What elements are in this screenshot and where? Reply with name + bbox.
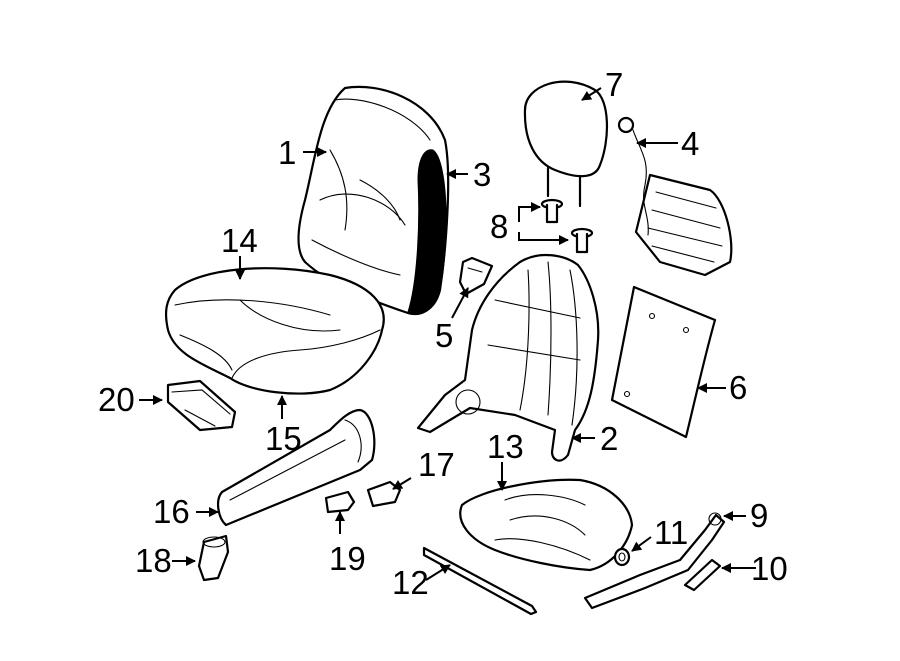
headrest-guide-lower (570, 227, 594, 254)
leader-12 (425, 564, 451, 581)
leader-lines (139, 87, 756, 581)
leader-8-lower (518, 232, 569, 245)
callout-17: 17 (418, 446, 455, 483)
callout-7: 7 (605, 66, 623, 103)
callout-2: 2 (600, 420, 618, 457)
lumbar-support (617, 116, 733, 277)
callout-1: 1 (278, 134, 296, 171)
release-handle (583, 512, 726, 610)
seat-switch-module (166, 379, 237, 432)
headrest (523, 80, 608, 208)
callout-14: 14 (221, 222, 258, 259)
callout-3: 3 (473, 156, 491, 193)
callout-15: 15 (265, 420, 302, 457)
support-bar (422, 546, 538, 616)
callout-19: 19 (329, 540, 366, 577)
leader-17 (392, 477, 412, 490)
leader-5 (451, 287, 469, 319)
callout-20: 20 (98, 381, 135, 418)
knob-cap (324, 490, 356, 514)
leader-8-upper (518, 202, 541, 222)
callout-5: 5 (435, 317, 453, 354)
leader-11 (631, 536, 652, 552)
headrest-guide-upper (540, 198, 564, 224)
pin (683, 558, 722, 592)
recliner-knob (366, 480, 402, 508)
seat-cushion (164, 267, 385, 395)
callout-6: 6 (729, 369, 747, 406)
latch (197, 534, 230, 582)
seat-back-cushion (297, 85, 450, 316)
callout-12: 12 (392, 564, 429, 601)
callout-8: 8 (490, 208, 508, 245)
seat-back-panel (610, 285, 717, 439)
callout-16: 16 (153, 493, 190, 530)
seat-pan-frame (459, 478, 634, 572)
seat-back-frame (416, 253, 600, 462)
callout-18: 18 (135, 542, 172, 579)
callout-labels: 1 3 14 15 20 16 18 19 17 13 12 11 9 10 2… (98, 66, 788, 601)
leader-7 (581, 87, 602, 101)
callout-11: 11 (654, 514, 688, 551)
washer (613, 547, 631, 567)
callout-13: 13 (487, 428, 524, 465)
seat-back-bracket (458, 256, 494, 296)
callout-4: 4 (681, 125, 699, 162)
callout-9: 9 (750, 497, 768, 534)
callout-10: 10 (751, 550, 788, 587)
